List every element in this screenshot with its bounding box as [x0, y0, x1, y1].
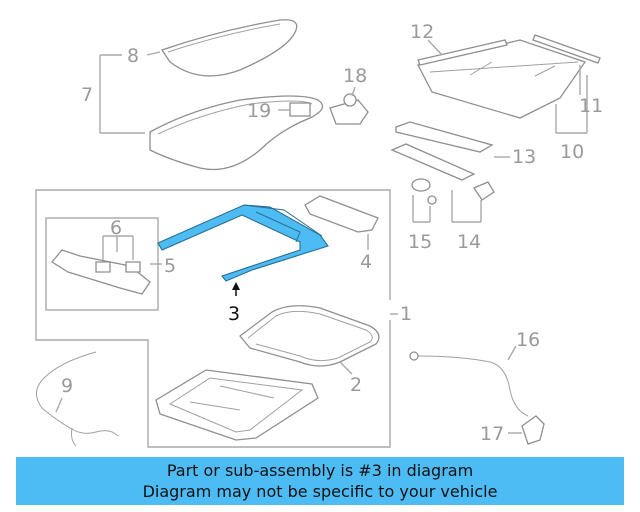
cable-part-16: [409, 345, 529, 417]
callout-10-bracket: [555, 75, 588, 134]
callout-7-bracket: [99, 51, 161, 134]
glass-panel-part-10: [417, 39, 587, 119]
callout-2: 2: [350, 374, 362, 396]
callout-12: 12: [410, 21, 434, 43]
sunshade-frame: [155, 369, 319, 441]
strip-part-11: [532, 34, 601, 95]
callout-9: 9: [61, 375, 73, 397]
callout-6: 6: [110, 217, 122, 239]
deflector-part-13: [390, 121, 510, 181]
callout-7: 7: [81, 84, 93, 106]
small-parts-14-15: [411, 178, 495, 205]
callout-15: 15: [408, 231, 432, 253]
callout-4: 4: [360, 251, 372, 273]
bracket-part-4: [304, 195, 379, 250]
callout-17: 17: [480, 423, 504, 445]
callout-8: 8: [127, 45, 139, 67]
callout-6-bracket: [102, 235, 162, 265]
drain-hose-part-9: [36, 351, 119, 447]
parts-diagram: 8 7 19 18 12 11 10 13: [35, 19, 603, 448]
callout-5: 5: [164, 255, 176, 277]
callout-18: 18: [343, 65, 367, 87]
seal-part-2: [239, 305, 380, 375]
frame-part-3-highlighted: [157, 204, 329, 296]
motor-part-17: [508, 415, 545, 445]
callout-11: 11: [579, 95, 603, 117]
banner-line-1: Part or sub-assembly is #3 in diagram: [166, 461, 474, 480]
motor-part-18: [329, 86, 369, 125]
callout-10: 10: [560, 141, 584, 163]
banner-line-2: Diagram may not be specific to your vehi…: [142, 482, 498, 501]
callout-16: 16: [516, 329, 540, 351]
callout-15-bracket: [412, 195, 431, 223]
clip-part-19: [278, 102, 311, 117]
info-banner: Part or sub-assembly is #3 in diagram Di…: [16, 457, 624, 505]
callout-1: 1: [400, 303, 412, 325]
callout-14-bracket: [451, 190, 482, 223]
seal-strip-part-12: [417, 39, 508, 66]
rail-part-5: [51, 249, 151, 295]
callout-3: 3: [228, 303, 240, 325]
assembly-box-1: [35, 189, 391, 448]
callout-19: 19: [247, 100, 271, 122]
weatherstrip-assembly: [149, 19, 324, 171]
callout-14: 14: [457, 231, 481, 253]
callout-13: 13: [512, 146, 536, 168]
